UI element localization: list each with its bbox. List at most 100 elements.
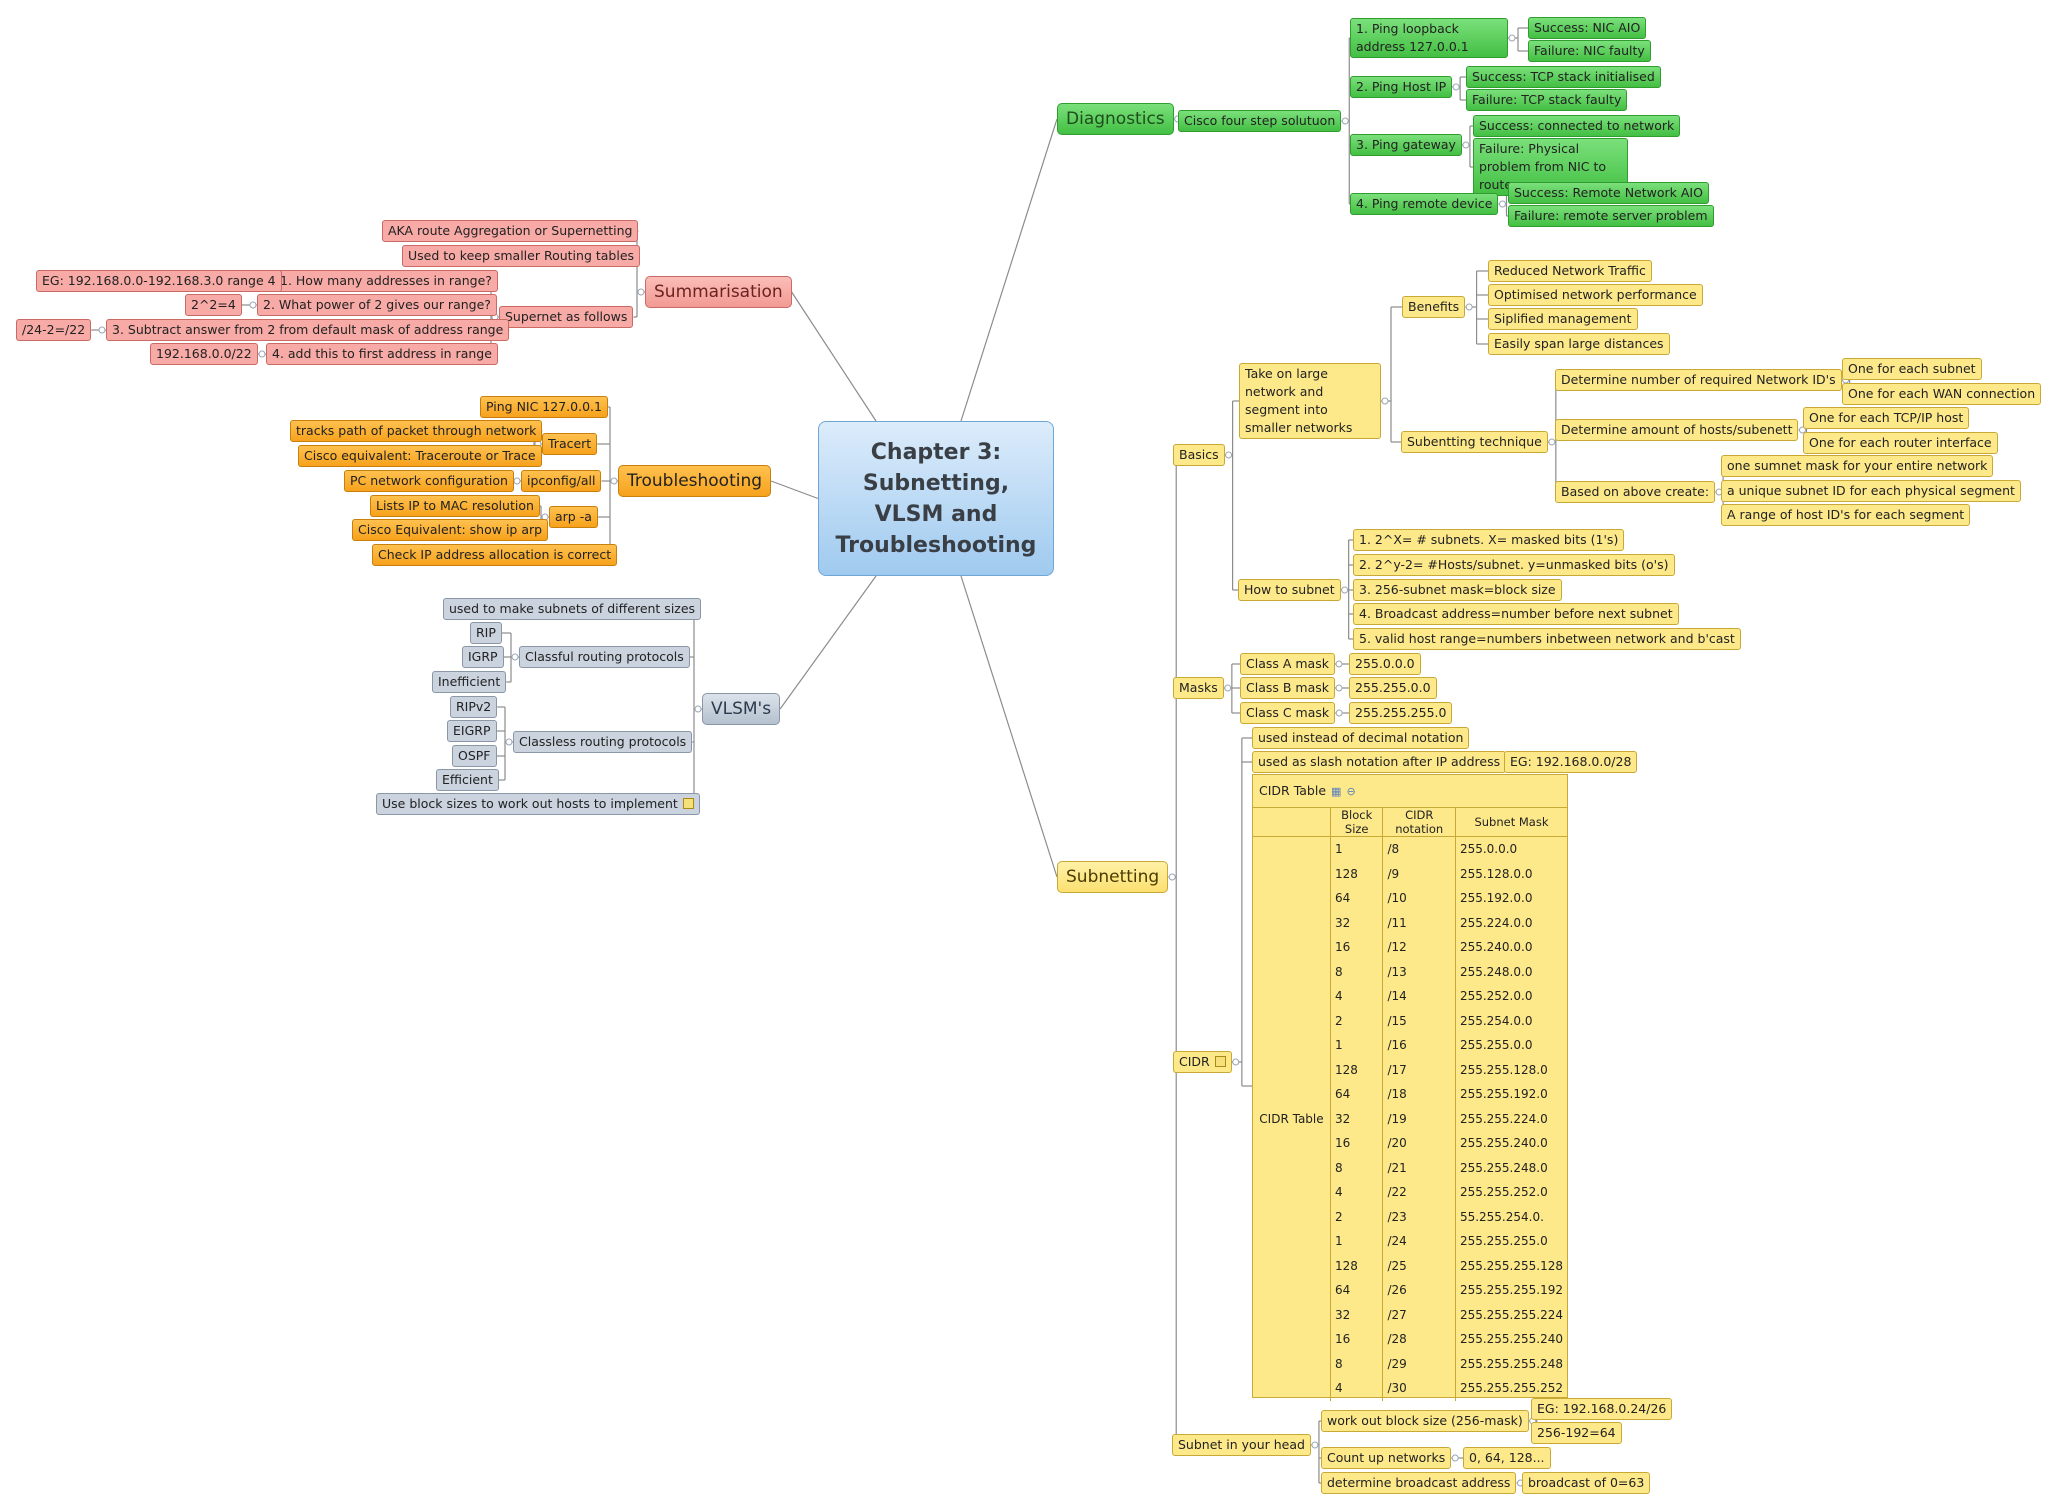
node-determine-hosts[interactable]: Determine amount of hosts/subenett (1555, 419, 1799, 441)
node-ping-nic[interactable]: Ping NIC 127.0.0.1 (480, 396, 608, 418)
node-cidr[interactable]: CIDR (1173, 1051, 1232, 1073)
collapse-handle[interactable] (1335, 660, 1343, 668)
node-take-on-large-network[interactable]: Take on large network and segment into s… (1239, 363, 1381, 439)
collapse-handle[interactable] (1381, 397, 1389, 405)
node-eigrp[interactable]: EIGRP (447, 720, 497, 742)
node-class-b-value[interactable]: 255.255.0.0 (1349, 677, 1437, 699)
node-igrp[interactable]: IGRP (462, 646, 504, 668)
node-class-a-mask[interactable]: Class A mask (1240, 653, 1335, 675)
node-class-c-mask[interactable]: Class C mask (1240, 702, 1336, 724)
node-supernet-as-follows[interactable]: Supernet as follows (499, 306, 634, 328)
node-block-size-calc[interactable]: 256-192=64 (1531, 1422, 1622, 1444)
collapse-handle[interactable] (511, 653, 519, 661)
node-arp-a[interactable]: arp -a (549, 506, 598, 528)
collapse-handle[interactable] (1225, 451, 1233, 459)
node-classless-protocols[interactable]: Classless routing protocols (513, 731, 693, 753)
node-aka-route-aggregation[interactable]: AKA route Aggregation or Supernetting (382, 220, 639, 242)
node-class-a-value[interactable]: 255.0.0.0 (1349, 653, 1421, 675)
node-step4-failure[interactable]: Failure: remote server problem (1508, 205, 1714, 227)
node-one-each-router[interactable]: One for each router interface (1803, 432, 1998, 454)
collapse-handle[interactable] (1168, 873, 1176, 881)
node-q4-example[interactable]: 192.168.0.0/22 (150, 343, 258, 365)
collapse-handle[interactable] (1232, 1058, 1240, 1066)
note-icon[interactable] (1214, 1056, 1226, 1067)
topic-diagnostics[interactable]: Diagnostics (1057, 103, 1174, 135)
node-count-up-networks[interactable]: Count up networks (1321, 1447, 1452, 1469)
node-step1-success[interactable]: Success: NIC AIO (1528, 17, 1647, 39)
node-q3-example[interactable]: /24-2=/22 (16, 319, 92, 341)
node-cidr-example[interactable]: EG: 192.168.0.0/28 (1504, 751, 1638, 773)
collapse-handle[interactable] (258, 350, 266, 358)
node-create-host-range[interactable]: A range of host ID's for each segment (1721, 504, 1971, 526)
node-how-step-2[interactable]: 2. 2^y-2= #Hosts/subnet. y=unmasked bits… (1353, 554, 1675, 576)
node-how-step-4[interactable]: 4. Broadcast address=number before next … (1353, 603, 1679, 625)
node-inefficient[interactable]: Inefficient (432, 671, 507, 693)
node-ripv2[interactable]: RIPv2 (450, 696, 498, 718)
node-block-size-example[interactable]: EG: 192.168.0.24/26 (1531, 1398, 1673, 1420)
central-topic[interactable]: Chapter 3: Subnetting, VLSM and Troubles… (818, 421, 1054, 576)
collapse-handle[interactable] (694, 705, 702, 713)
node-work-out-block-size[interactable]: work out block size (256-mask) (1321, 1410, 1529, 1432)
node-step-ping-remote[interactable]: 4. Ping remote device (1350, 193, 1499, 215)
collapse-handle[interactable] (1451, 1454, 1459, 1462)
collapse-handle[interactable] (610, 477, 618, 485)
node-create-unique-id[interactable]: a unique subnet ID for each physical seg… (1721, 480, 2021, 502)
node-create-one-mask[interactable]: one sumnet mask for your entire network (1721, 455, 1994, 477)
node-arp-ip-to-mac[interactable]: Lists IP to MAC resolution (370, 495, 540, 517)
node-broadcast-example[interactable]: broadcast of 0=63 (1522, 1472, 1651, 1494)
collapse-handle[interactable] (98, 326, 106, 334)
topic-subnetting[interactable]: Subnetting (1057, 861, 1169, 893)
collapse-handle[interactable] (1224, 684, 1232, 692)
node-tracert-cisco-equivalent[interactable]: Cisco equivalent: Traceroute or Trace (298, 445, 542, 467)
node-ipconfig-all[interactable]: ipconfig/all (521, 470, 602, 492)
node-step2-failure[interactable]: Failure: TCP stack faulty (1466, 89, 1628, 111)
collapse-handle[interactable] (1335, 684, 1343, 692)
collapse-handle[interactable] (1341, 117, 1349, 125)
node-step4-success[interactable]: Success: Remote Network AIO (1508, 182, 1709, 204)
node-tracert-tracks-path[interactable]: tracks path of packet through network (290, 420, 543, 442)
collapse-handle[interactable] (1341, 586, 1349, 594)
collapse-handle[interactable] (1465, 303, 1473, 311)
collapse-handle[interactable] (1452, 83, 1460, 91)
node-one-each-wan[interactable]: One for each WAN connection (1842, 383, 2042, 405)
collapse-handle[interactable] (513, 477, 521, 485)
node-benefit-performance[interactable]: Optimised network performance (1488, 284, 1703, 306)
node-step1-failure[interactable]: Failure: NIC faulty (1528, 40, 1651, 62)
node-cisco-four-step[interactable]: Cisco four step solutuon (1178, 110, 1342, 132)
node-check-ip-allocation[interactable]: Check IP address allocation is correct (372, 544, 618, 566)
node-benefit-reduced-traffic[interactable]: Reduced Network Traffic (1488, 260, 1652, 282)
node-step2-success[interactable]: Success: TCP stack initialised (1466, 66, 1661, 88)
topic-vlsm[interactable]: VLSM's (702, 693, 781, 725)
collapse-handle[interactable] (1311, 1441, 1319, 1449)
topic-summarisation[interactable]: Summarisation (645, 276, 792, 308)
node-q1-how-many[interactable]: 1. How many addresses in range? (274, 270, 498, 292)
collapse-handle[interactable] (505, 738, 513, 746)
node-step3-success[interactable]: Success: connected to network (1473, 115, 1681, 137)
topic-troubleshooting[interactable]: Troubleshooting (618, 465, 772, 497)
node-one-each-subnet[interactable]: One for each subnet (1842, 358, 1982, 380)
node-vlsm-different-sizes[interactable]: used to make subnets of different sizes (443, 598, 702, 620)
node-benefit-management[interactable]: Siplified management (1488, 308, 1638, 330)
node-step-ping-gateway[interactable]: 3. Ping gateway (1350, 134, 1462, 156)
node-benefit-distances[interactable]: Easily span large distances (1488, 333, 1670, 355)
collapse-handle[interactable] (1335, 709, 1343, 717)
node-class-b-mask[interactable]: Class B mask (1240, 677, 1335, 699)
node-cidr-used-instead[interactable]: used instead of decimal notation (1252, 727, 1470, 749)
node-how-step-1[interactable]: 1. 2^X= # subnets. X= masked bits (1's) (1353, 529, 1625, 551)
node-how-to-subnet[interactable]: How to subnet (1238, 579, 1341, 601)
note-icon[interactable] (682, 798, 694, 809)
node-one-each-host[interactable]: One for each TCP/IP host (1803, 407, 1970, 429)
node-count-up-example[interactable]: 0, 64, 128... (1463, 1447, 1551, 1469)
node-block-sizes-hosts[interactable]: Use block sizes to work out hosts to imp… (376, 793, 700, 815)
node-how-step-3[interactable]: 3. 256-subnet mask=block size (1353, 579, 1562, 601)
node-class-c-value[interactable]: 255.255.255.0 (1349, 702, 1453, 724)
node-rip[interactable]: RIP (470, 622, 502, 644)
collapse-handle[interactable] (1548, 438, 1556, 446)
node-step-ping-host[interactable]: 2. Ping Host IP (1350, 76, 1453, 98)
node-cidr-slash-notation[interactable]: used as slash notation after IP address (1252, 751, 1507, 773)
node-step-ping-loopback[interactable]: 1. Ping loopback address 127.0.0.1 (1350, 18, 1508, 58)
node-determine-network-ids[interactable]: Determine number of required Network ID'… (1555, 369, 1842, 391)
node-q2-power-of-two[interactable]: 2. What power of 2 gives our range? (257, 294, 497, 316)
node-q3-subtract[interactable]: 3. Subtract answer from 2 from default m… (106, 319, 510, 341)
